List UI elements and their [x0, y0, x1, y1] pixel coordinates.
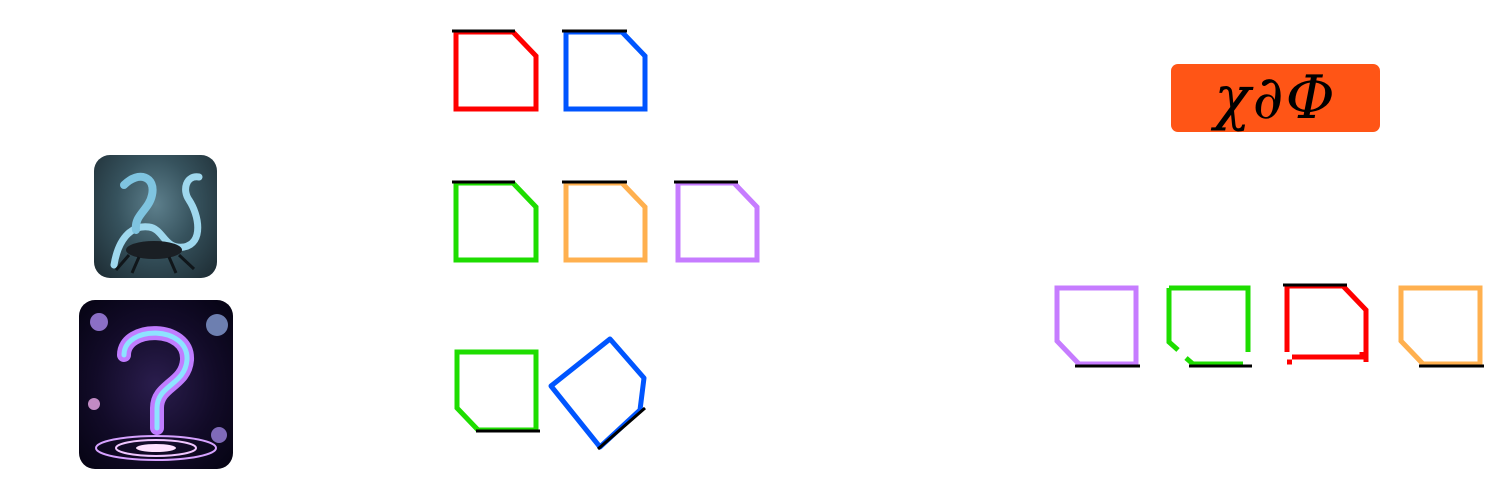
symbol-badge: χ∂Φ [1171, 64, 1380, 132]
piece-blue-top[interactable] [562, 29, 648, 112]
answer-piece-red[interactable] [1283, 283, 1369, 365]
piece-orange-mid[interactable] [562, 180, 648, 263]
piece-green-mid[interactable] [452, 180, 539, 263]
piece-purple-mid[interactable] [674, 180, 760, 263]
answer-piece-orange[interactable] [1398, 285, 1484, 368]
answer-piece-purple[interactable] [1054, 285, 1140, 368]
piece-green-bottom[interactable] [454, 349, 540, 433]
answer-piece-green[interactable] [1166, 285, 1252, 368]
piece-blue-rotated[interactable] [548, 336, 647, 451]
scorpion-dragon-image [94, 155, 217, 278]
badge-text: χ∂Φ [1214, 63, 1337, 133]
cosmic-question-mark-image [79, 300, 233, 469]
piece-red-top[interactable] [452, 29, 539, 112]
